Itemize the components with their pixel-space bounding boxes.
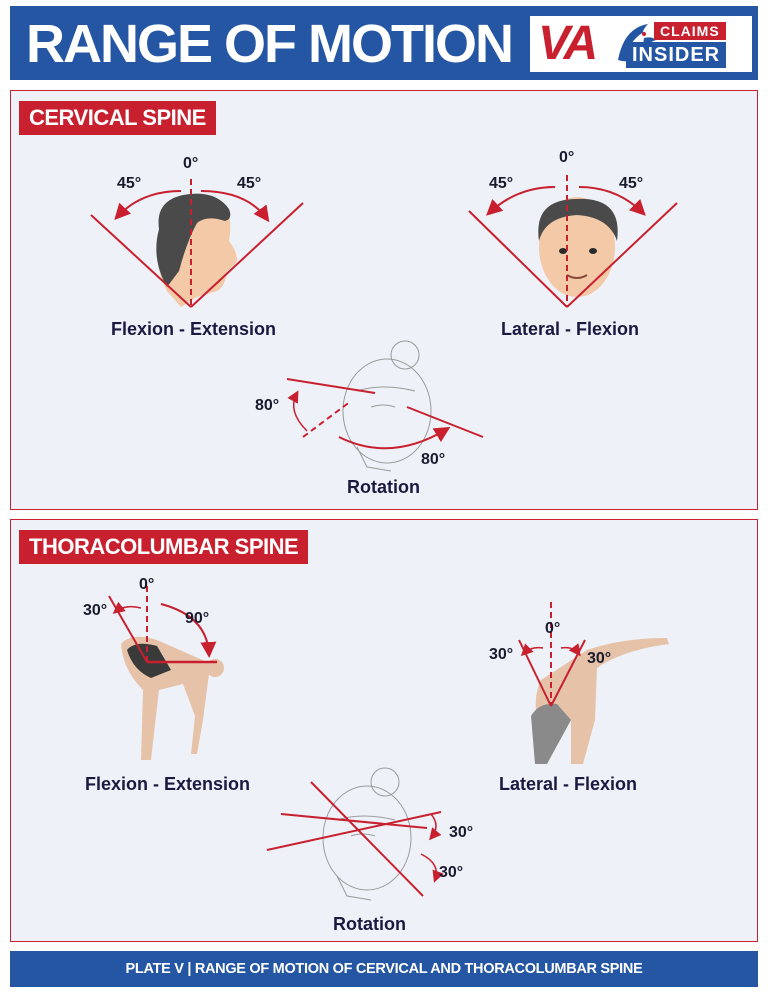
thoraco-rotation-caption: Rotation — [333, 914, 406, 934]
side-head-icon — [156, 193, 237, 307]
cervical-lateral-caption: Lateral - Flexion — [501, 319, 640, 339]
cervical-lateral-right-label: 45° — [619, 175, 644, 192]
cervical-flexion-left-label: 45° — [117, 175, 142, 192]
thoraco-lateral-caption: Lateral - Flexion — [499, 774, 638, 794]
cervical-rotation-caption: Rotation — [347, 477, 420, 497]
forward-bend-figure-icon — [121, 636, 224, 760]
sketch-head-twist-icon — [322, 767, 412, 901]
page-title: RANGE OF MOTION — [26, 14, 514, 74]
header-banner: RANGE OF MOTION VA CLAIMS INSIDER — [10, 6, 758, 80]
thoraco-lateral-right-label: 30° — [587, 650, 612, 667]
thoraco-lateral-zero-label: 0° — [545, 620, 561, 637]
logo-insider-text: INSIDER — [626, 42, 727, 68]
cervical-flexion-right-label: 45° — [237, 175, 262, 192]
cervical-spine-panel: CERVICAL SPINE — [10, 90, 758, 510]
front-head-icon — [538, 197, 618, 297]
logo-va-text: VA — [538, 17, 598, 70]
footer-banner: PLATE V | RANGE OF MOTION OF CERVICAL AN… — [10, 951, 758, 987]
cervical-flexion-zero-label: 0° — [183, 155, 199, 172]
thoraco-flexion-caption: Flexion - Extension — [85, 774, 251, 794]
cervical-lateral-zero-label: 0° — [559, 149, 575, 166]
thoraco-flexion-zero-label: 0° — [139, 576, 155, 593]
cervical-rotation-right-label: 80° — [421, 451, 446, 468]
cervical-rotation-left-label: 80° — [255, 397, 280, 414]
cervical-flexion-extension-diagram — [90, 175, 678, 472]
thoraco-flexion-left-label: 30° — [83, 602, 108, 619]
thoraco-lateral-left-label: 30° — [489, 646, 514, 663]
thoracolumbar-spine-panel: THORACOLUMBAR SPINE — [10, 519, 758, 942]
thoraco-rotation-top-label: 30° — [449, 824, 474, 841]
thoracolumbar-spine-label: THORACOLUMBAR SPINE — [19, 530, 309, 564]
thoraco-rotation-bottom-label: 30° — [439, 864, 464, 881]
side-bend-figure-icon — [531, 638, 669, 764]
va-claims-insider-logo: VA CLAIMS INSIDER — [530, 16, 752, 72]
thoraco-flexion-right-label: 90° — [185, 610, 210, 627]
cervical-spine-label: CERVICAL SPINE — [19, 101, 216, 135]
cervical-flexion-caption: Flexion - Extension — [111, 319, 277, 339]
thoracolumbar-diagrams — [108, 586, 669, 901]
cervical-lateral-left-label: 45° — [489, 175, 514, 192]
logo-claims-text: CLAIMS — [654, 22, 726, 40]
sketch-head-rotation-icon — [342, 340, 432, 472]
